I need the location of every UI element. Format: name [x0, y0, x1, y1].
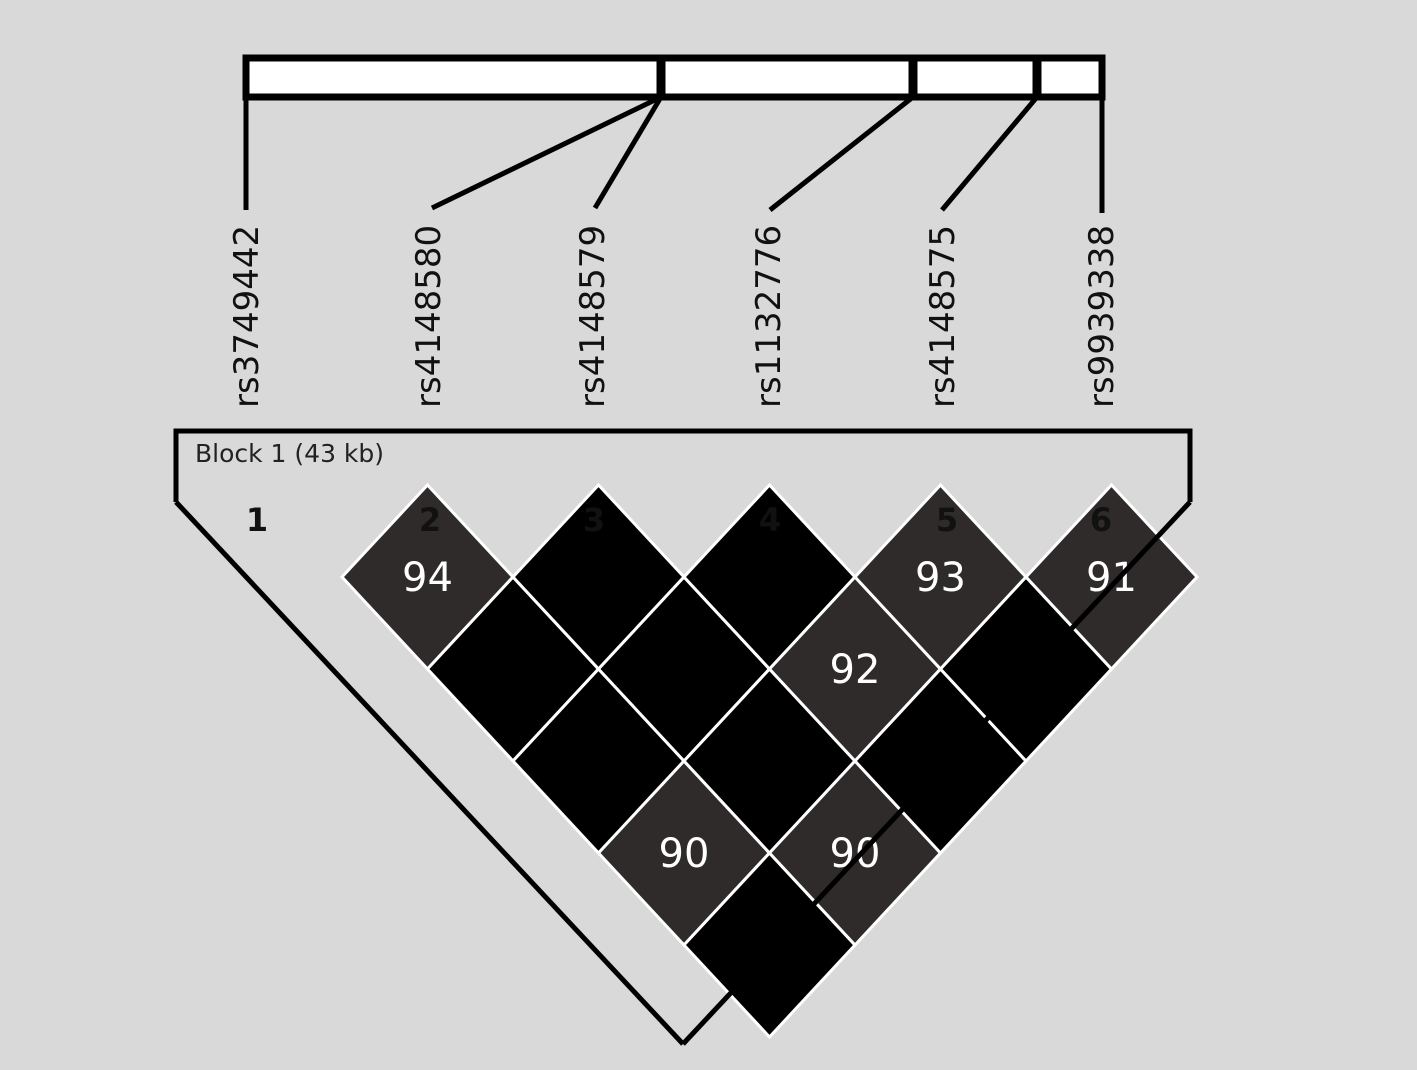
ld-value-1-2: 94 [402, 555, 453, 601]
snp-connector-5 [940, 95, 1039, 212]
triangle-left-edge [174, 500, 685, 1046]
snp-connectors [243, 94, 1105, 213]
snp-name-4: rs1132776 [749, 225, 789, 408]
gene-bar [242, 54, 1106, 101]
ld-cell-5-6 [1023, 482, 1200, 672]
snp-index-6: 6 [1090, 501, 1112, 539]
snp-index-2: 2 [419, 501, 441, 539]
snp-name-5: rs4148575 [923, 225, 963, 408]
snp-index-3: 3 [583, 501, 605, 539]
snp-name-6: rs9939338 [1082, 225, 1122, 408]
snp-connector-2 [430, 94, 663, 211]
snp-connector-3 [592, 95, 664, 210]
gene-bar-outline [242, 54, 1106, 101]
snp-labels: rs3749442 rs4148580 rs4148579 rs1132776 rs41… [227, 225, 1122, 408]
snp-name-3: rs4148579 [573, 225, 613, 408]
triangle-edges [174, 500, 1192, 1046]
snp-name-2: rs4148580 [409, 225, 449, 408]
snp-index-5: 5 [936, 501, 958, 539]
snp-name-1: rs3749442 [227, 225, 267, 408]
snp-indices: 1 2 3 4 5 6 [246, 501, 1112, 539]
ld-value-4-5: 93 [915, 555, 966, 601]
block-outline: Block 1 (43 kb) [173, 428, 1193, 502]
ld-value-3-5: 92 [830, 647, 881, 693]
snp-connector-4 [768, 95, 915, 212]
snp-index-1: 1 [246, 501, 268, 539]
ld-value-5-6: 91 [1086, 555, 1137, 601]
snp-index-4: 4 [759, 501, 781, 539]
triangle-right-edge [681, 500, 1192, 1046]
block-label: Block 1 (43 kb) [195, 439, 384, 468]
ld-value-1-5: 90 [659, 831, 710, 877]
